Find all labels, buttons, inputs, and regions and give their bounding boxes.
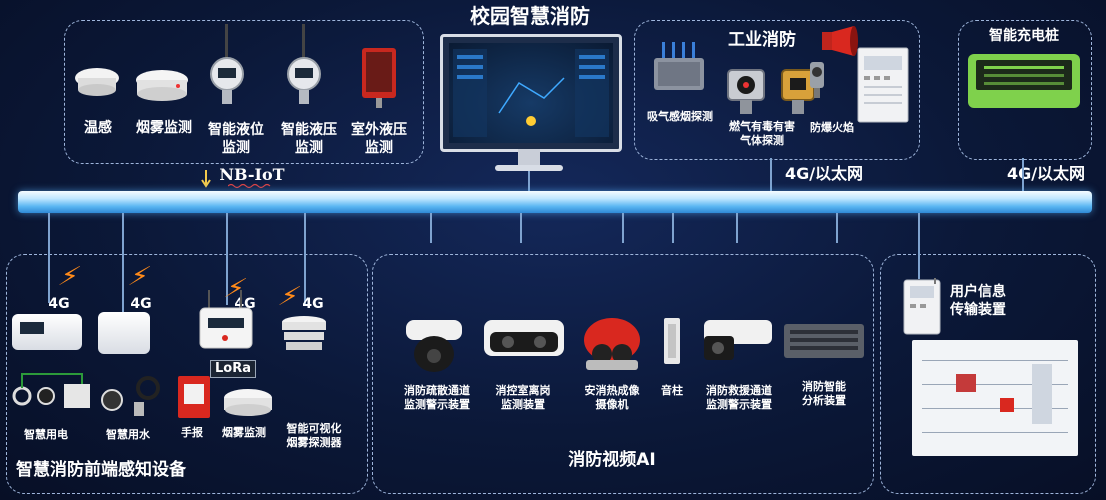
front-label-visual-smoke: 智能可视化 烟雾探测器 — [286, 422, 342, 449]
page-title: 校园智慧消防 — [470, 4, 590, 28]
lora-gateway-icon — [199, 290, 253, 349]
badge-4g-2: 4G — [130, 296, 152, 312]
front-label-smoke: 烟雾监测 — [222, 426, 266, 439]
device-label-level: 智能液位 监测 — [208, 122, 264, 156]
heat-sensor-icon — [75, 68, 119, 96]
video-label-thermal: 安消热成像 摄像机 — [584, 384, 640, 411]
industrial-label-aspirating: 吸气感烟探测 — [647, 110, 713, 123]
fire-control-panel-icon — [857, 47, 909, 123]
dashboard-monitor — [440, 34, 622, 152]
connector-monitor — [528, 171, 530, 191]
eth-label-right: 4G/以太网 — [1006, 164, 1086, 183]
connector-8 — [672, 213, 674, 243]
eth-label-mid: 4G/以太网 — [784, 164, 864, 183]
badge-4g-1: 4G — [48, 296, 70, 312]
video-ai-group — [372, 254, 874, 494]
wiring-line — [922, 360, 1068, 361]
video-label-speaker: 音柱 — [661, 384, 683, 397]
toxic-gas-detector-icon — [781, 69, 815, 114]
connector-10 — [836, 213, 838, 243]
device-label-outdoor-pressure: 室外液压 监测 — [351, 122, 407, 156]
user-info-group — [880, 254, 1096, 494]
water-monitor-device — [98, 312, 150, 354]
dome-camera-icon — [406, 320, 462, 372]
wiring-line — [922, 384, 1068, 385]
user-info-device-icon — [903, 278, 941, 335]
speaker-column-icon — [664, 318, 680, 364]
video-label-control-room: 消控室离岗 监测装置 — [495, 384, 551, 411]
outdoor-pressure-icon — [362, 48, 396, 108]
smoke-detector-icon — [136, 70, 188, 101]
front-end-title: 智慧消防前端感知设备 — [16, 460, 186, 480]
connector-4 — [304, 213, 306, 305]
monitor-neck — [518, 149, 540, 165]
system-wiring-diagram — [912, 340, 1078, 456]
industrial-group — [634, 20, 920, 160]
charging-group — [958, 20, 1092, 160]
front-label-water: 智慧用水 — [106, 428, 150, 441]
power-sensors-icon — [12, 373, 90, 408]
badge-4g-4: 4G — [302, 296, 324, 312]
video-label-rescue: 消防救援通道 监测警示装置 — [706, 384, 772, 411]
connector-3 — [226, 213, 228, 305]
device-label-heat: 温感 — [84, 120, 112, 136]
visual-smoke-detector-icon — [282, 316, 326, 350]
charging-title: 智能充电桩 — [989, 28, 1059, 44]
industrial-label-flame: 防爆火焰 — [810, 121, 854, 134]
video-label-evac: 消防疏散通道 监测警示装置 — [404, 384, 470, 411]
connector-9 — [736, 213, 738, 243]
nbiot-label: NB-IoT — [219, 165, 285, 184]
video-ai-title: 消防视频AI — [568, 450, 656, 470]
smoke-detector-2-icon — [224, 389, 272, 416]
connector-industrial — [770, 158, 772, 191]
charging-station-icon — [968, 54, 1080, 108]
network-bus — [18, 191, 1092, 213]
connector-1 — [48, 213, 50, 303]
water-sensors-icon — [101, 376, 160, 416]
industrial-label-gas: 燃气有毒有害 气体探测 — [729, 120, 795, 147]
flame-detector-icon — [810, 62, 824, 98]
front-label-power: 智慧用电 — [24, 428, 68, 441]
connector-5 — [430, 213, 432, 243]
pressure-sensor-icon — [287, 24, 321, 104]
front-label-manual: 手报 — [181, 426, 203, 439]
arrow-down-icon — [201, 170, 211, 188]
device-label-pressure: 智能液压 监测 — [281, 122, 337, 156]
connector-7 — [622, 213, 624, 243]
user-info-label: 用户信息 传输装置 — [950, 284, 1006, 318]
industrial-title: 工业消防 — [728, 30, 796, 50]
wiring-line — [922, 432, 1068, 433]
device-label-smoke: 烟雾监测 — [136, 120, 192, 136]
wiring-node — [1000, 398, 1014, 412]
connector-11 — [918, 213, 920, 279]
wiring-node — [956, 374, 976, 392]
monitor-base — [495, 165, 563, 171]
wiring-cabinet — [1032, 364, 1052, 424]
wavy-underline-icon — [228, 183, 271, 189]
connector-6 — [520, 213, 522, 243]
connector-2 — [122, 213, 124, 313]
dashboard-screen — [449, 43, 613, 143]
dual-lens-camera-icon — [484, 320, 564, 356]
level-sensor-icon — [210, 24, 244, 104]
power-monitor-screen — [20, 322, 44, 334]
connector-charging — [1022, 158, 1024, 191]
manual-alarm-icon — [178, 376, 210, 418]
video-label-analysis: 消防智能 分析装置 — [802, 380, 846, 407]
wiring-line — [922, 408, 1068, 409]
lora-label: LoRa — [210, 360, 256, 379]
gas-detector-icon — [727, 69, 765, 114]
dashboard-map-icon — [453, 49, 609, 137]
thermal-camera-icon — [584, 318, 640, 370]
explosion-proof-alarm-icon — [822, 26, 858, 56]
bullet-camera-icon — [704, 320, 772, 360]
aspirating-detector-icon — [654, 42, 704, 90]
front-end-group — [6, 254, 368, 494]
top-sensors-group — [64, 20, 424, 164]
analysis-server-icon — [784, 324, 864, 358]
